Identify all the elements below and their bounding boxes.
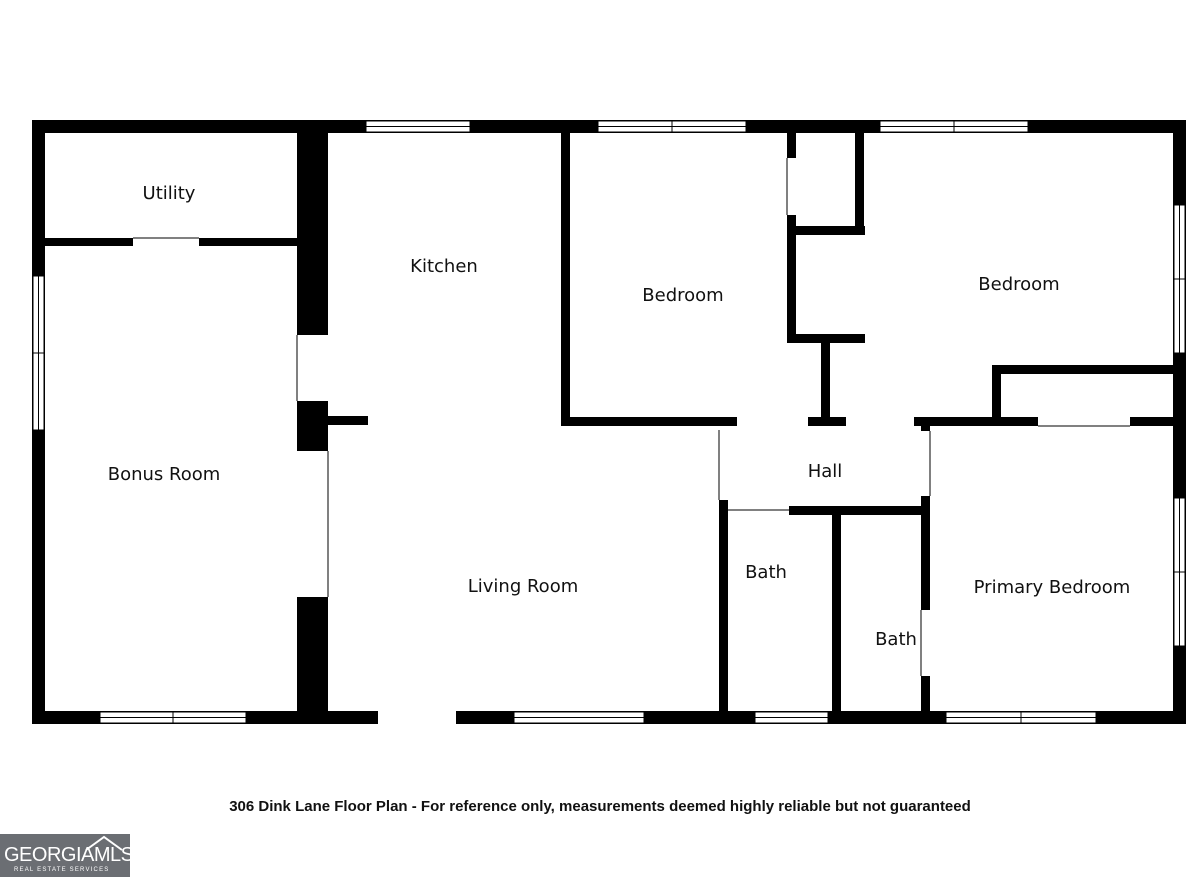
wall: [199, 238, 297, 246]
room-label-bonus-room: Bonus Room: [108, 464, 221, 485]
room-label-utility: Utility: [143, 183, 196, 204]
wall: [45, 238, 133, 246]
exterior-door-opening: [378, 711, 456, 724]
room-label-primary-bedroom: Primary Bedroom: [974, 577, 1131, 598]
house-roof-icon: [85, 835, 123, 851]
wall: [297, 133, 328, 335]
room-label-living-room: Living Room: [468, 576, 579, 597]
wall: [832, 506, 841, 711]
wall: [787, 215, 796, 342]
door-opening: [378, 711, 456, 724]
wall: [297, 597, 328, 711]
logo-name: GEORGIAMLS: [4, 844, 134, 866]
wall: [821, 342, 830, 422]
room-label-hall: Hall: [808, 461, 843, 482]
floor-plan: Utility Kitchen Bedroom Bedroom Bonus Ro…: [32, 120, 1186, 724]
wall: [719, 500, 728, 711]
wall: [561, 417, 737, 426]
floor-plan-caption: 306 Dink Lane Floor Plan - For reference…: [229, 798, 971, 815]
wall: [914, 417, 1038, 426]
room-label-bath: Bath: [875, 629, 917, 650]
georgia-mls-logo: GEORGIAMLS REAL ESTATE SERVICES: [0, 834, 134, 877]
wall: [787, 226, 865, 235]
wall: [1130, 417, 1173, 426]
room-labels: Utility Kitchen Bedroom Bedroom Bonus Ro…: [108, 183, 1131, 650]
logo-tagline: REAL ESTATE SERVICES: [14, 867, 110, 873]
wall: [855, 133, 864, 235]
wall: [921, 676, 930, 711]
wall: [921, 496, 930, 610]
wall: [921, 419, 930, 431]
wall: [789, 506, 930, 515]
windows: [32, 120, 1186, 724]
interior-walls: [45, 133, 1173, 711]
wall: [787, 334, 865, 343]
door-openings: [133, 158, 1130, 676]
wall: [787, 133, 796, 158]
wall: [297, 401, 328, 451]
wall: [992, 365, 1001, 420]
wall: [992, 365, 1173, 374]
wall: [808, 417, 846, 426]
room-label-bath: Bath: [745, 562, 787, 583]
room-label-bedroom: Bedroom: [978, 274, 1059, 295]
wall: [561, 133, 570, 426]
room-label-bedroom: Bedroom: [642, 285, 723, 306]
wall: [328, 416, 368, 425]
room-label-kitchen: Kitchen: [410, 256, 478, 277]
